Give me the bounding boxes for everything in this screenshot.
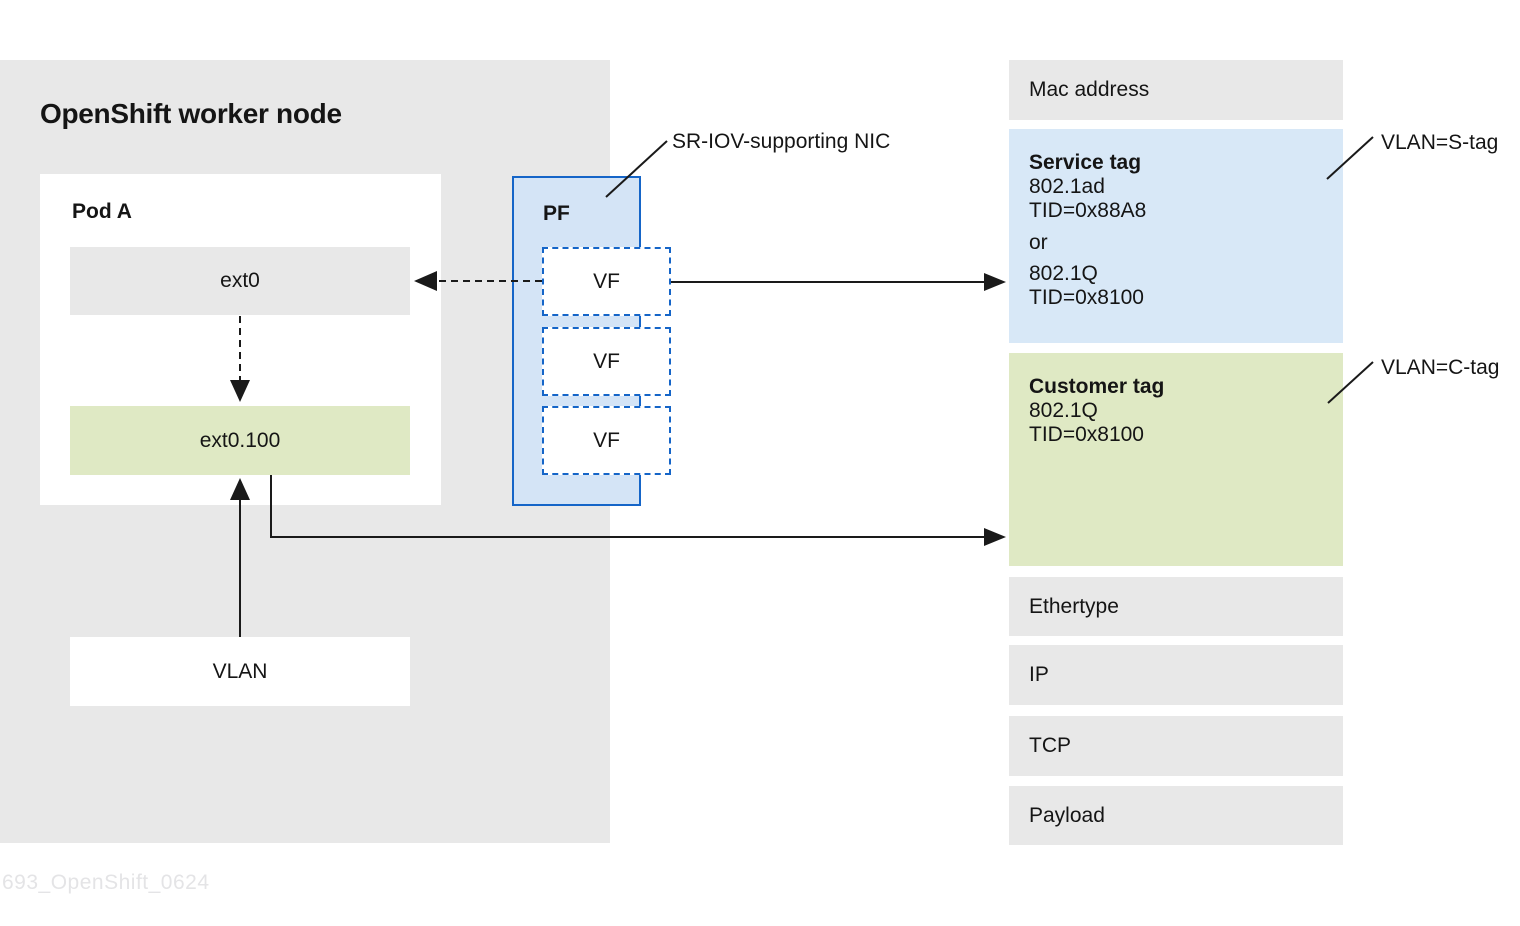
packet-row-ip: IP <box>1009 645 1343 705</box>
customer-tag-line-tid-8100: TID=0x8100 <box>1029 423 1144 446</box>
arrowhead-ext0-100-to-customer-tag <box>984 528 1006 546</box>
packet-row-tcp: TCP <box>1009 716 1343 776</box>
arrowhead-vf-to-service-tag <box>984 273 1006 291</box>
ext0-label: ext0 <box>220 269 260 292</box>
vf-1-label: VF <box>593 269 620 293</box>
packet-row-payload: Payload <box>1009 786 1343 845</box>
service-tag-or: or <box>1029 231 1048 254</box>
service-tag-line-tid-88a8: TID=0x88A8 <box>1029 199 1147 222</box>
vf-box-1: VF <box>542 247 671 316</box>
vf-box-3: VF <box>542 406 671 475</box>
pod-a-box: Pod A ext0 ext0.100 <box>40 174 441 505</box>
ip-label: IP <box>1029 663 1049 686</box>
payload-label: Payload <box>1029 803 1105 827</box>
packet-row-ethertype: Ethertype <box>1009 577 1343 636</box>
ext0-100-box: ext0.100 <box>70 406 410 475</box>
service-tag-title: Service tag <box>1029 151 1142 174</box>
ext0-100-label: ext0.100 <box>199 428 281 452</box>
vlan-s-tag-label: VLAN=S-tag <box>1381 131 1499 154</box>
packet-row-service-tag: Service tag 802.1ad TID=0x88A8 or 802.1Q… <box>1009 129 1343 343</box>
vf-2-label: VF <box>593 349 620 373</box>
ethertype-label: Ethertype <box>1029 594 1119 618</box>
vf-3-label: VF <box>593 428 620 452</box>
service-tag-line-tid-8100: TID=0x8100 <box>1029 286 1144 309</box>
mac-address-label: Mac address <box>1029 78 1150 101</box>
pf-label: PF <box>543 202 570 225</box>
ext0-box: ext0 <box>70 247 410 315</box>
sriov-nic-label: SR-IOV-supporting NIC <box>672 130 891 153</box>
vlan-c-tag-label: VLAN=C-tag <box>1381 356 1500 379</box>
pod-a-label: Pod A <box>72 200 132 223</box>
customer-tag-line-802-1q: 802.1Q <box>1029 399 1098 422</box>
vlan-label: VLAN <box>212 659 268 683</box>
tcp-label: TCP <box>1029 734 1071 757</box>
worker-node-title: OpenShift worker node <box>40 98 342 129</box>
watermark-text: 693_OpenShift_0624 <box>2 871 210 894</box>
service-tag-line-802-1ad: 802.1ad <box>1029 175 1105 198</box>
customer-tag-title: Customer tag <box>1029 375 1165 398</box>
packet-row-mac-address: Mac address <box>1009 60 1343 120</box>
service-tag-line-802-1q: 802.1Q <box>1029 262 1098 285</box>
vf-box-2: VF <box>542 327 671 396</box>
vlan-box: VLAN <box>70 637 410 706</box>
packet-row-customer-tag: Customer tag 802.1Q TID=0x8100 <box>1009 353 1343 566</box>
